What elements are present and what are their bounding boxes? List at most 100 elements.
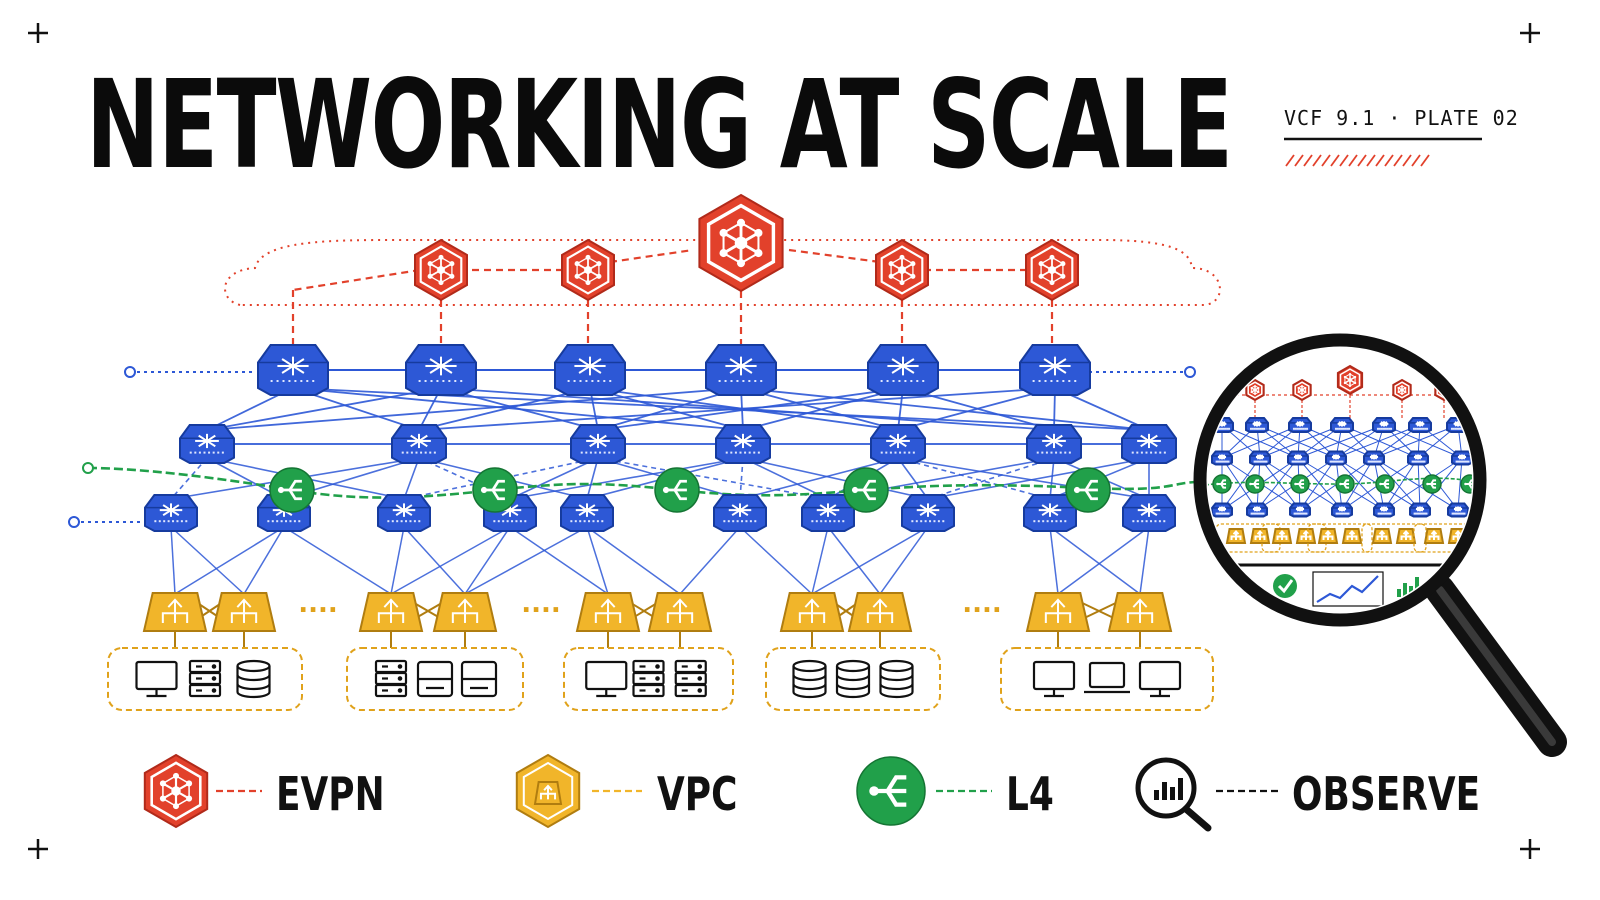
mini-access-3 <box>1289 502 1311 518</box>
mini-evpn-node-4 <box>1392 378 1412 402</box>
fabric-nodes: ............ <box>142 193 1177 632</box>
server-icon <box>188 659 222 698</box>
mini-spine-6 <box>1408 417 1432 433</box>
access-switch-3 <box>377 494 431 532</box>
vpc-gateway-1 <box>142 592 208 632</box>
legend <box>143 753 1278 832</box>
mini-l4-4 <box>1335 474 1355 494</box>
leaf-switch-4 <box>715 424 771 464</box>
mini-leaf-6 <box>1407 450 1429 466</box>
leaf-switch-7 <box>1121 424 1177 464</box>
l4-load-balancer-3 <box>654 467 700 513</box>
mini-access-7 <box>1447 502 1469 518</box>
legend-label-evpn: EVPN <box>276 767 385 821</box>
mini-leaf-1 <box>1211 450 1233 466</box>
mini-vpc-b <box>1249 528 1271 544</box>
laptop-icon <box>1084 661 1130 694</box>
l4-load-balancer-2 <box>472 467 518 513</box>
database-icon <box>835 659 871 699</box>
mini-evpn-node-3 <box>1336 364 1364 396</box>
vpc-ellipsis-2: .... <box>521 589 561 619</box>
mini-access-5 <box>1373 502 1395 518</box>
access-switch-8 <box>901 494 955 532</box>
magnifier <box>1193 333 1567 757</box>
trend-chart-icon <box>1312 571 1384 607</box>
monitor-icon <box>585 660 628 698</box>
workload-groups <box>107 647 1214 711</box>
vpc-ellipsis-3: .... <box>962 589 1002 619</box>
evpn-controller-node <box>698 193 784 293</box>
mini-l4-5 <box>1375 474 1395 494</box>
workload-group-1 <box>107 647 303 711</box>
legend-label-observe: OBSERVE <box>1292 767 1481 821</box>
mini-access-6 <box>1409 502 1431 518</box>
legend-label-vpc: VPC <box>657 767 738 821</box>
evpn-icon <box>143 753 209 829</box>
access-switch-5 <box>560 494 614 532</box>
page-title: NETWORKING AT SCALE <box>86 54 1233 196</box>
corner-marks <box>28 23 1540 859</box>
leaf-switch-6 <box>1026 424 1082 464</box>
mini-vpc-a <box>1271 528 1293 544</box>
access-switch-6 <box>713 494 767 532</box>
corner-mark-bottom-right <box>1520 839 1540 859</box>
workload-group-3 <box>563 647 734 711</box>
check-icon <box>1273 574 1297 598</box>
server-icon <box>632 659 665 698</box>
l4-flow-start <box>82 462 94 474</box>
mini-vpc-a <box>1317 528 1339 544</box>
vpc-ellipsis-1: .... <box>298 589 338 619</box>
mini-vpc-b <box>1295 528 1317 544</box>
mini-access-4 <box>1331 502 1353 518</box>
spine-switch-6 <box>1019 344 1091 396</box>
mini-l4-2 <box>1245 474 1265 494</box>
evpn-node-2 <box>561 238 615 302</box>
vpc-gateway-2 <box>211 592 277 632</box>
spine-switch-5 <box>867 344 939 396</box>
corner-mark-bottom-left <box>28 839 48 859</box>
magnified-view <box>1208 364 1472 612</box>
mini-spine-3 <box>1288 417 1312 433</box>
mini-vpc-a <box>1225 528 1247 544</box>
plate-label: VCF 9.1 · PLATE 02 <box>1284 106 1519 130</box>
mini-leaf-2 <box>1249 450 1271 466</box>
leaf-switch-3 <box>570 424 626 464</box>
magnifier-glass <box>1193 333 1567 757</box>
mini-leaf-7 <box>1451 450 1472 466</box>
observe-icon <box>1135 757 1212 832</box>
l4-load-balancer-5 <box>1065 467 1111 513</box>
mini-vpc-a <box>1371 528 1393 544</box>
mini-vpc-b <box>1341 528 1363 544</box>
mini-vpc-group-4 <box>1361 523 1427 553</box>
mini-leaf-5 <box>1363 450 1385 466</box>
monitor-icon <box>1032 660 1076 698</box>
l4-load-balancer-1 <box>269 467 315 513</box>
monitor-icon <box>1138 660 1182 698</box>
vpc-gateway-6 <box>647 592 713 632</box>
mini-access-2 <box>1246 502 1268 518</box>
plate-hatch <box>1285 154 1430 167</box>
fabric-tap-1 <box>1090 366 1196 378</box>
workload-group-5 <box>1000 647 1214 711</box>
vpc-gateway-10 <box>1107 592 1173 632</box>
access-switch-9 <box>1023 494 1077 532</box>
leaf-switch-2 <box>391 424 447 464</box>
corner-mark-top-left <box>28 23 48 43</box>
fabric-tap-0 <box>124 366 255 378</box>
vpc-gateway-9 <box>1025 592 1091 632</box>
spine-switch-4 <box>705 344 777 396</box>
database-icon <box>236 659 271 699</box>
fabric-tap-2 <box>68 516 140 528</box>
server-icon <box>674 659 707 698</box>
vpc-gateway-8 <box>847 592 913 632</box>
mini-l4-7 <box>1460 474 1472 494</box>
legend-label-l4: L4 <box>1006 767 1054 821</box>
database-icon <box>879 659 914 699</box>
leaf-switch-1 <box>179 424 235 464</box>
vpc-gateway-3 <box>358 592 424 632</box>
server-icon <box>374 659 408 698</box>
spine-switch-1 <box>257 344 329 396</box>
l4-icon <box>856 756 926 826</box>
corner-mark-top-right <box>1520 23 1540 43</box>
